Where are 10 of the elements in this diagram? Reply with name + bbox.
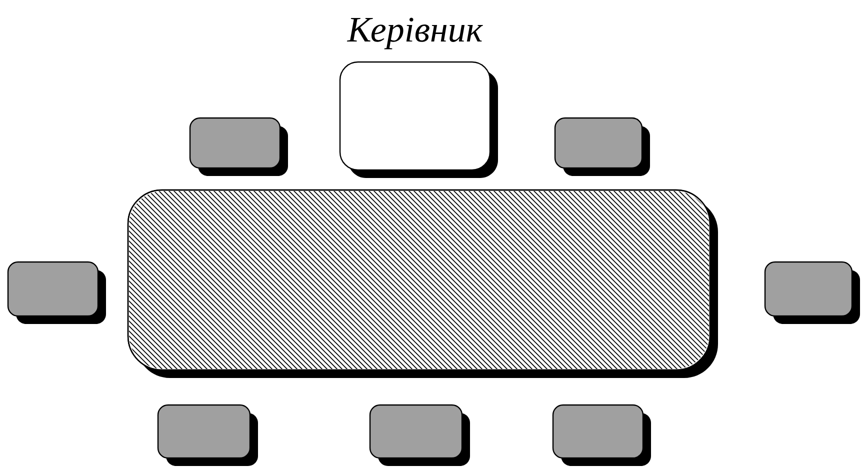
- caption-text: Керівник: [346, 18, 483, 50]
- chair-shape: [552, 404, 651, 466]
- chair-shape: [157, 404, 258, 466]
- chair-shape: [369, 404, 470, 466]
- chair-shape: [764, 261, 860, 324]
- table-shape: [127, 189, 718, 378]
- chair-shape: [7, 261, 106, 324]
- chair-shape: [339, 61, 498, 178]
- chair-shape: [554, 117, 650, 176]
- chair-shape: [189, 117, 288, 176]
